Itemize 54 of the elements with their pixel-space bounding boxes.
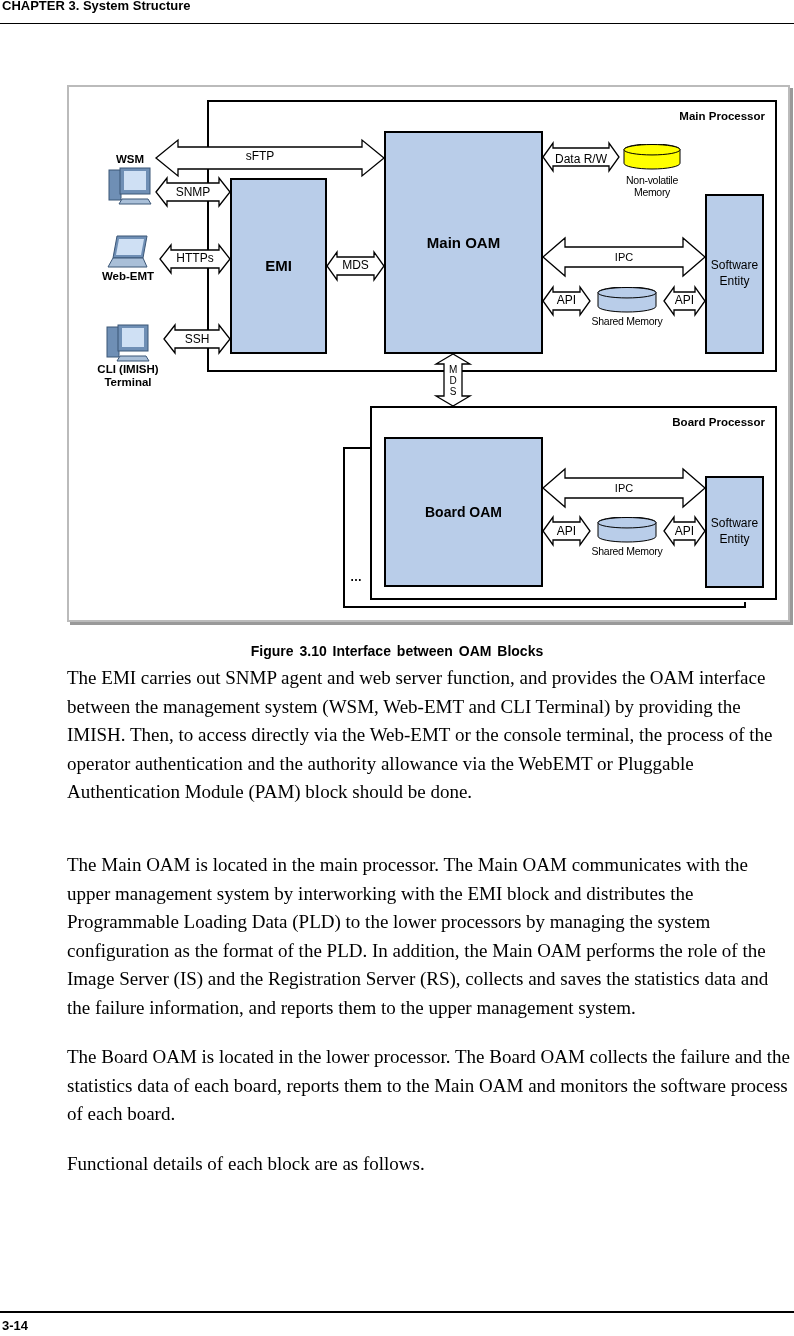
edge-label: HTTPs — [176, 252, 214, 264]
edge-label: API — [674, 525, 695, 537]
double-block-arrow — [542, 514, 591, 548]
computer-label: Web-EMT — [100, 270, 156, 283]
ellipsis-label: … — [350, 570, 362, 584]
edge-label: MDS — [342, 259, 369, 271]
double-block-arrow — [542, 467, 706, 509]
body-paragraph: The Board OAM is located in the lower processor. The Board OAM collects the failure and the statistics data of each board, reports them to the Main OAM and monitors the software process of each board. — [67, 1045, 792, 1126]
memory-label: Shared Memory — [590, 545, 664, 557]
double-block-arrow — [542, 140, 620, 174]
edge-label: API — [556, 525, 577, 537]
block-box — [705, 194, 764, 354]
edge-label: SNMP — [175, 186, 211, 198]
body-paragraph: The Main OAM is located in the main processor. The Main OAM communicates with the upper management system by interworking with the EMI block and distributes the Programmable Loading Data (PLD) to the lower processors by managing the system configuration as the format of the PLD. In addition, the Main OAM performs the role of the Image Server (IS) and the Registration Server (RS), collects and saves the statistics data and the failure information, and reports them to the upper management system. — [67, 853, 770, 1020]
block-label: Board OAM — [425, 502, 502, 522]
edge-label: IPC — [614, 251, 634, 263]
memory-label: Shared Memory — [590, 315, 664, 327]
edge-label: Data R/W — [555, 153, 607, 165]
edge-label: SSH — [184, 333, 210, 345]
double-block-arrow — [542, 284, 591, 318]
double-block-arrow — [433, 353, 473, 407]
block-label: Software Entity — [709, 258, 760, 290]
double-block-arrow — [663, 284, 706, 318]
block-box — [384, 437, 543, 587]
memory-label: Non-volatile Memory — [625, 174, 679, 198]
processor-label: Main Processor — [679, 110, 765, 122]
figure-caption: Figure 3.10 Interface between OAM Blocks — [249, 643, 545, 659]
edge-label: sFTP — [245, 150, 275, 162]
block-box — [384, 131, 543, 354]
body-paragraph: The EMI carries out SNMP agent and web server function, and provides the OAM interface between the management system (WSM, Web-EMT and CLI Terminal) by providing the IMISH. Then, to access directly via the Web-EMT or the console terminal, the process of the operator authentication and the authority allowance via the WebEMT or Pluggable Authentication Module (PAM) block should be done. — [67, 666, 774, 804]
processor-card — [343, 447, 371, 608]
block-label: Software Entity — [709, 516, 760, 548]
edge-label: IPC — [614, 482, 634, 494]
block-label: Main OAM — [426, 232, 501, 253]
double-block-arrow — [663, 514, 706, 548]
body-paragraph: Functional details of each block are as follows. — [67, 1152, 426, 1176]
double-block-arrow — [542, 236, 706, 278]
double-block-arrow — [163, 323, 231, 355]
processor-label: Board Processor — [672, 416, 765, 428]
edge-label: API — [556, 294, 577, 306]
computer-label: CLI (IMISH) Terminal — [96, 363, 160, 389]
page-number: 3-14 — [2, 1318, 29, 1333]
edge-label: MDS — [449, 363, 457, 397]
double-block-arrow — [155, 176, 231, 208]
double-block-arrow — [159, 243, 231, 275]
block-box — [705, 476, 764, 588]
block-box — [230, 178, 327, 354]
block-label: EMI — [265, 256, 292, 276]
chapter-header: CHAPTER 3. System Structure — [2, 0, 191, 13]
double-block-arrow — [154, 138, 386, 178]
computer-label: WSM — [114, 152, 146, 166]
processor-box — [370, 406, 777, 600]
edge-label: API — [674, 294, 695, 306]
double-block-arrow — [326, 249, 385, 283]
